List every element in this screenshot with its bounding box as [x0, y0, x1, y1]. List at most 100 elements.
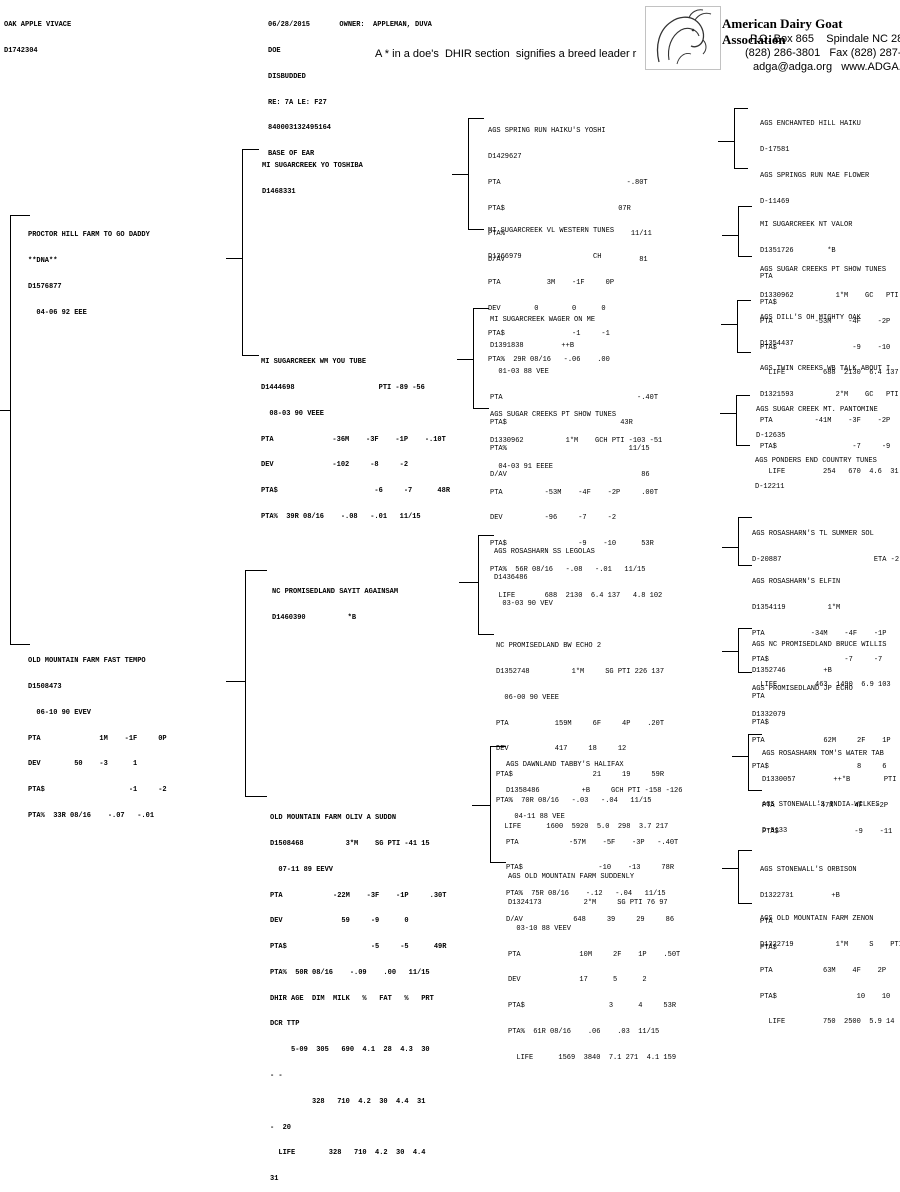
animal-name: AGS ROSASHARN'S ELFIN	[752, 578, 841, 587]
animal-reg: D1460390 *B	[272, 613, 357, 622]
animal-info: PTA$ -9 -11	[762, 827, 893, 836]
animal-info: PTA% 70R 08/16 -.03 -.04 11/15	[496, 796, 652, 805]
bracket-line	[473, 308, 474, 408]
dam-dam-block: OLD MOUNTAIN FARM OLIV A SUDDN D1508468 …	[270, 797, 446, 1192]
animal-info: PTA% 75R 08/16 -.12 -.04 11/15	[506, 890, 666, 899]
animal-reg: D1436486	[494, 573, 528, 582]
animal-info: PTA% 39R 08/16 -.08 -.01 11/15	[261, 512, 421, 521]
sire-appraisal: 04-06 92 EEE	[28, 308, 87, 317]
animal-info: PTA$	[752, 718, 769, 727]
animal-info: 07-11 89 EEVV	[270, 865, 334, 874]
animal-reg: D1444698 PTI -89 -56	[261, 383, 425, 392]
animal-info: LIFE 463 1490 6.9 103	[752, 681, 891, 690]
bracket-line	[722, 547, 739, 548]
g3-block: AGS OLD MOUNTAIN FARM SUDDENLY D1324173 …	[508, 856, 680, 1071]
animal-info: PTA -57M -5F -3P -.40T	[506, 838, 679, 847]
animal-name: AGS OLD MOUNTAIN FARM ZENON	[760, 915, 874, 924]
chip-location: BASE OF EAR	[268, 150, 315, 159]
animal-info: PTA$ -9 -10	[760, 343, 891, 352]
animal-info: PTA -.40T	[490, 393, 659, 402]
bracket-line	[10, 215, 30, 216]
g4-block: AGS ROSASHARN'S ELFIN D1354119 1*M PTA -…	[752, 561, 891, 699]
g4-block: AGS PONDERS END COUNTRY TUNES D-12211	[755, 440, 877, 500]
g4-block: AGS SPRINGS RUN MAE FLOWER D-11469	[760, 155, 869, 215]
animal-reg: D-9133	[762, 826, 788, 835]
bracket-line	[734, 168, 748, 169]
g4-block: AGS SUGAR CREEK MT. PANTOMINE D-12635	[756, 389, 878, 449]
bracket-line	[242, 355, 259, 356]
bracket-line	[468, 118, 484, 119]
dam-dev: DEV 50 -3 1	[28, 760, 138, 769]
animal-name: AGS STONEWALL'S ORBISON	[760, 866, 857, 875]
animal-info: 04-11 88 VEE	[506, 812, 565, 821]
animal-info: DEV 417 18 12	[496, 745, 627, 754]
animal-info: PTA$ -9 -10 53R	[490, 540, 654, 549]
bracket-line	[459, 582, 479, 583]
animal-info: PTA$ 8 6	[752, 762, 887, 771]
animal-info: PTA$ -7 -7	[752, 655, 883, 664]
g4-block: AGS ENCHANTED HILL HAIKU D-17581	[760, 103, 861, 163]
animal-name: MI SUGARCREEK WM YOU TUBE	[261, 358, 367, 367]
bracket-line	[737, 352, 751, 353]
animal-info: DEV 0 0 0	[488, 304, 606, 313]
animal-info: PTA -	[760, 272, 773, 281]
bracket-line	[242, 149, 259, 150]
g3-block: MI SUGARCREEK VL WESTERN TUNES D1366979 …	[488, 210, 614, 373]
animal-info: PTA$ 43R	[490, 419, 633, 428]
animal-info: PTA$ -5 -5 49R	[270, 943, 447, 952]
bracket-line	[490, 746, 491, 862]
animal-reg: D1354119 1*M	[752, 603, 841, 612]
animal-reg: D1366979 CH	[488, 252, 602, 261]
animal-reg: D1742304	[4, 46, 38, 55]
dhir-row: 328 710 4.2 30 4.4 31	[270, 1097, 426, 1106]
animal-info: PTA$ -6 -7 48R	[261, 487, 451, 496]
bracket-line	[748, 734, 762, 735]
animal-reg: D-12211	[755, 482, 785, 491]
animal-reg: D1321593 2*M GC PTI -	[760, 390, 900, 399]
animal-name: AGS STONEWALL'S INDIA WILKES	[762, 801, 880, 810]
animal-info: LIFE 750 2500 5.9 14	[760, 1018, 895, 1027]
bracket-line	[738, 903, 752, 904]
animal-reg: D-12635	[756, 431, 786, 440]
association-web: adga@adga.org www.ADGA.o	[753, 61, 900, 73]
g4-block: AGS ROSASHARN'S TL SUMMER SOL D-20887 ET…	[752, 513, 899, 573]
bracket-line	[748, 734, 749, 790]
g4-block: AGS STONEWALL'S INDIA WILKES D-9133	[762, 784, 880, 844]
animal-info: PTA -22M -3F -1P .30T	[270, 891, 447, 900]
bracket-line	[245, 570, 246, 796]
g4-block: AGS TWIN CREEKS WB TALK ABOUT I D1321593…	[760, 348, 900, 486]
dhir-row: 5-09 305 690 4.1 28 4.3 30	[270, 1046, 430, 1055]
bracket-line	[468, 118, 469, 229]
dam-block: OLD MOUNTAIN FARM FAST TEMPO D1508473 06…	[28, 640, 167, 829]
animal-name: AGS ROSASHARN SS LEGOLAS	[494, 548, 595, 557]
animal-name: AGS DILL'S OH MIGHTY OAK	[760, 314, 861, 323]
dhir-lifetime: LIFE 328 710 4.2 30 4.4	[270, 1149, 426, 1158]
animal-reg: D1468331	[262, 187, 296, 196]
dam-sire-block: NC PROMISEDLAND SAYIT AGAINSAM D1460390 …	[272, 571, 398, 631]
animal-info: PTA$ -7 -9	[760, 442, 891, 451]
association-name: American Dairy Goat Association	[722, 16, 843, 47]
bracket-line	[245, 570, 267, 571]
tattoo: RE: 7A LE: F27	[268, 98, 327, 107]
animal-info: PTA% 11/15	[490, 445, 650, 454]
animal-info: PTA$ 21 19 59R	[496, 771, 665, 780]
g3-block: AGS SPRING RUN HAIKU'S YOSHI D1429627 PT…	[488, 110, 652, 273]
animal-name: AGS SPRING RUN HAIKU'S YOSHI	[488, 127, 606, 136]
animal-info: PTA 159M 6F 4P .20T	[496, 719, 665, 728]
animal-name: MI SUGARCREEK VL WESTERN TUNES	[488, 227, 615, 236]
animal-info: LIFE 1569 3840 7.1 271 4.1 159	[508, 1053, 677, 1062]
animal-info: PTA$ 3 4 53R	[508, 1002, 677, 1011]
g3-block: MI SUGARCREEK WAGER ON ME D1391838 ++B 0…	[490, 299, 658, 488]
animal-info: 08-03 90 VEEE	[261, 409, 325, 418]
bracket-line	[738, 517, 752, 518]
bracket-line	[245, 796, 267, 797]
animal-reg: D1508468 3*M SG PTI -41 15	[270, 839, 430, 848]
bracket-line	[738, 628, 752, 629]
animal-info: PTA 10M 2F 1P .50T	[508, 950, 681, 959]
animal-info: PTA$	[760, 298, 777, 307]
dam-pta: PTA 1M -1F 0P	[28, 734, 167, 743]
animal-name: NC PROMISEDLAND BW ECHO 2	[496, 642, 602, 651]
bracket-line	[736, 395, 737, 445]
bracket-line	[473, 308, 489, 309]
animal-info: PTA -53M -4F -2P	[760, 317, 891, 326]
